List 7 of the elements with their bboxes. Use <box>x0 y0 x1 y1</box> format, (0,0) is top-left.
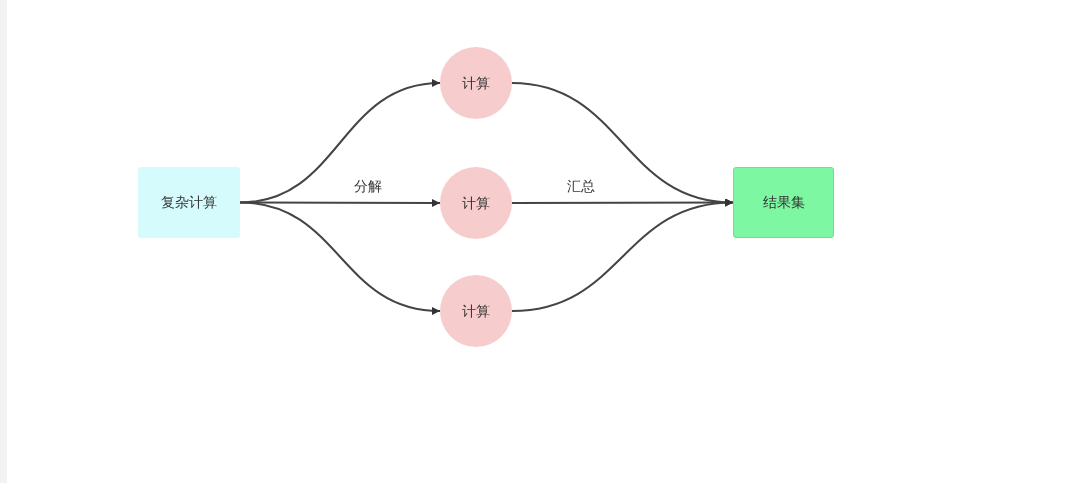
process-box: 复杂计算 <box>138 167 240 238</box>
edge-label: 分解 <box>352 178 384 193</box>
result-box: 结果集 <box>733 167 834 238</box>
arrow <box>239 79 441 204</box>
arrow <box>511 199 734 312</box>
arrow <box>239 201 441 315</box>
edge-label: 汇总 <box>564 178 597 193</box>
